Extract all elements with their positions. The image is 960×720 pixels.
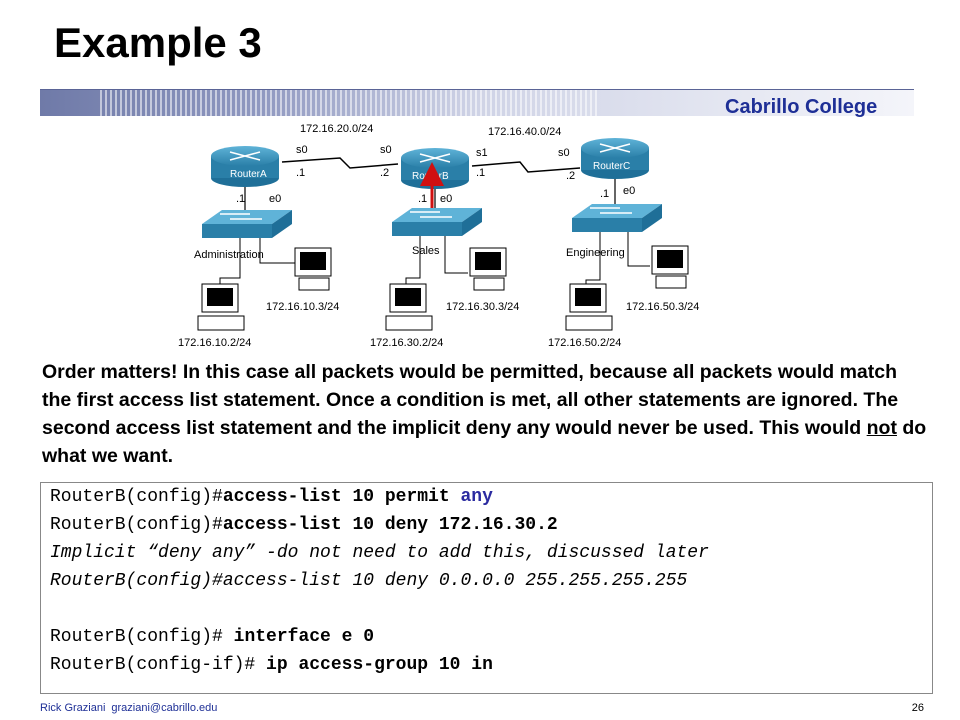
router-b-s0-ip: .2: [380, 167, 389, 179]
host-b-bottom-ip: 172.16.30.2/24: [370, 337, 443, 349]
code-prompt: RouterB(config)#: [50, 515, 223, 535]
switch-c-icon: [572, 204, 662, 232]
router-c-e0-ip: .1: [600, 188, 609, 200]
router-c-e0-label: e0: [623, 185, 635, 197]
brand-stripe-bar: [40, 89, 914, 116]
router-c-s0-ip: .2: [566, 170, 575, 182]
router-a-s0-label: s0: [296, 144, 308, 156]
network-label-ab: 172.16.20.0/24: [300, 123, 373, 135]
explanation-text: Order matters! In this case all packets …: [42, 358, 927, 470]
router-b-icon: [401, 148, 469, 189]
serial-link-bc: [471, 161, 581, 173]
code-prompt: RouterB(config-if)#: [50, 655, 267, 675]
code-command: ip access-group 10 in: [266, 655, 493, 675]
code-line-1: RouterB(config)#access-list 10 permit an…: [50, 487, 493, 507]
router-a-icon: [211, 146, 279, 187]
router-b-s0-label: s0: [380, 144, 392, 156]
host-a-bottom-ip: 172.16.10.2/24: [178, 337, 251, 349]
host-c-top-icon: [651, 245, 689, 289]
host-b-top-icon: [469, 247, 507, 291]
code-prompt: RouterB(config)#: [50, 627, 234, 647]
router-c-s0-label: s0: [558, 147, 570, 159]
code-line-4: RouterB(config)#access-list 10 deny 0.0.…: [50, 571, 688, 591]
host-c-top-ip: 172.16.50.3/24: [626, 301, 699, 313]
config-code-box: RouterB(config)#access-list 10 permit an…: [40, 482, 933, 694]
router-b-e0-ip: .1: [418, 193, 427, 205]
switch-b-icon: [392, 208, 482, 236]
code-line-5: RouterB(config)# interface e 0: [50, 627, 374, 647]
router-a-e0-label: e0: [269, 193, 281, 205]
page-number: 26: [911, 702, 924, 714]
code-command: access-list 10 permit: [222, 487, 461, 507]
brand-logo-text: Cabrillo College: [725, 96, 878, 118]
lan-label-engineering: Engineering: [566, 247, 625, 259]
router-a-label: RouterA: [230, 169, 267, 180]
explanation-part1: Order matters! In this case all packets …: [42, 361, 899, 439]
host-c-bottom-icon: [565, 283, 613, 331]
footer-author: Rick Graziani: [40, 702, 106, 714]
router-b-e0-label: e0: [440, 193, 452, 205]
router-a-e0-ip: .1: [236, 193, 245, 205]
router-b-s1-ip: .1: [476, 167, 485, 179]
lan-label-administration: Administration: [194, 249, 264, 261]
footer-credit: Rick Graziani graziani@cabrillo.edu: [40, 702, 223, 714]
host-a-top-icon: [294, 247, 332, 291]
serial-link-ab: [281, 157, 399, 169]
code-line-2: RouterB(config)#access-list 10 deny 172.…: [50, 515, 558, 535]
slide-title: Example 3: [54, 19, 262, 66]
host-a-top-ip: 172.16.10.3/24: [266, 301, 339, 313]
code-command: access-list 10 deny 172.16.30.2: [222, 515, 558, 535]
network-diagram: 172.16.20.0/24 172.16.40.0/24 RouterA Ro…: [178, 123, 699, 349]
network-label-bc: 172.16.40.0/24: [488, 126, 561, 138]
explanation-part2: do what we want.: [42, 417, 927, 467]
router-b-s1-label: s1: [476, 147, 488, 159]
host-c-bottom-ip: 172.16.50.2/24: [548, 337, 621, 349]
host-b-bottom-icon: [385, 283, 433, 331]
host-b-top-ip: 172.16.30.3/24: [446, 301, 519, 313]
host-a-bottom-icon: [197, 283, 245, 331]
switch-a-icon: [202, 210, 292, 238]
router-c-icon: [581, 138, 649, 179]
lan-label-sales: Sales: [412, 245, 440, 257]
code-prompt: RouterB(config)#: [50, 487, 223, 507]
code-line-6: RouterB(config-if)# ip access-group 10 i…: [50, 655, 493, 675]
code-command: interface e 0: [233, 627, 375, 647]
explanation-emphasis: not: [866, 417, 897, 439]
router-c-label: RouterC: [593, 161, 630, 172]
router-a-s0-ip: .1: [296, 167, 305, 179]
footer-email: graziani@cabrillo.edu: [111, 702, 218, 714]
code-keyword: any: [460, 487, 493, 507]
code-line-3: Implicit “deny any” -do not need to add …: [50, 543, 709, 563]
